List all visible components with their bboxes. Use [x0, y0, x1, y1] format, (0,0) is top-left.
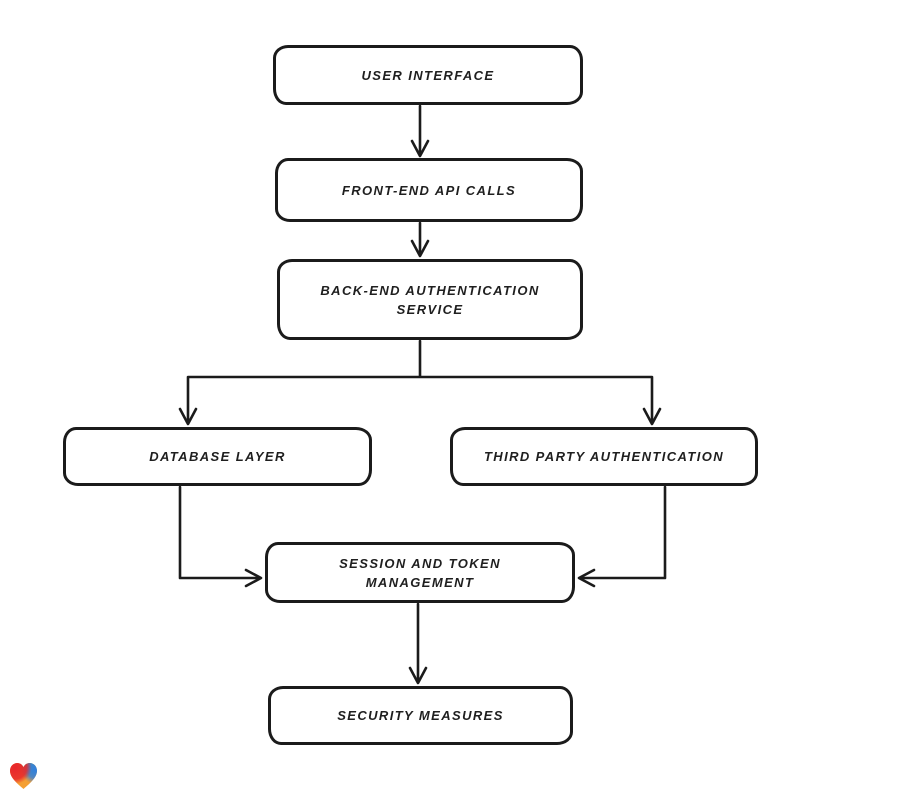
- connector-database-session: [178, 485, 263, 588]
- node-user-interface[interactable]: USER INTERFACE: [273, 45, 583, 105]
- node-security-measures[interactable]: SECURITY MEASURES: [268, 686, 573, 745]
- node-label: SERVICE: [396, 301, 464, 317]
- connector-backend-branch: [178, 339, 662, 426]
- node-label: MANAGEMENT: [365, 574, 475, 590]
- node-database-layer[interactable]: DATABASE LAYER: [63, 427, 372, 486]
- connector-thirdparty-session: [577, 485, 667, 588]
- arrowhead-down-icon: [410, 139, 430, 158]
- arrowhead-down-icon: [410, 239, 430, 258]
- arrowhead-right-icon: [244, 568, 263, 588]
- node-backend-authentication-service[interactable]: BACK-END AUTHENTICATION SERVICE: [277, 259, 583, 340]
- node-session-token-management[interactable]: SESSION AND TOKEN MANAGEMENT: [265, 542, 575, 603]
- node-label: FRONT-END API CALLS: [341, 182, 517, 198]
- node-label: USER INTERFACE: [361, 67, 495, 83]
- connector-ui-frontend: [410, 104, 430, 158]
- gradient-heart-logo-icon: [10, 763, 37, 789]
- arrowhead-down-icon: [408, 666, 428, 685]
- node-label: SESSION AND TOKEN: [339, 555, 501, 571]
- node-third-party-authentication[interactable]: THIRD PARTY AUTHENTICATION: [450, 427, 758, 486]
- node-label: THIRD PARTY AUTHENTICATION: [483, 449, 725, 464]
- connector-frontend-backend: [410, 221, 430, 258]
- connector-session-security: [408, 602, 428, 685]
- node-label: BACK-END AUTHENTICATION: [320, 282, 540, 298]
- node-frontend-api-calls[interactable]: FRONT-END API CALLS: [275, 158, 583, 222]
- arrowhead-down-icon: [178, 407, 198, 426]
- node-label: SECURITY MEASURES: [337, 708, 504, 723]
- arrowhead-left-icon: [577, 568, 596, 588]
- node-label: DATABASE LAYER: [149, 449, 286, 464]
- arrowhead-down-icon: [642, 407, 662, 426]
